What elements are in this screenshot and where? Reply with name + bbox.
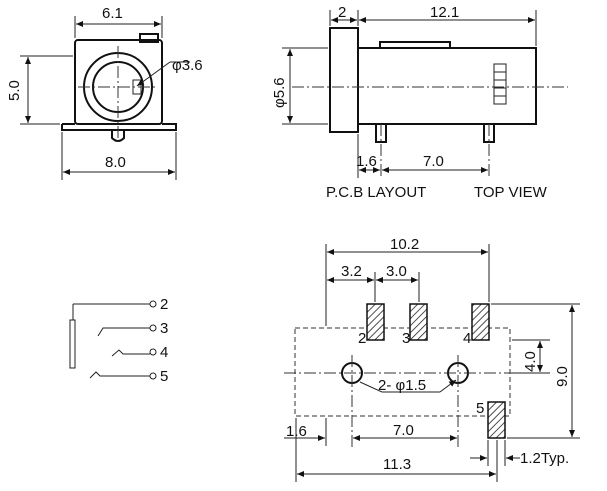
pin-schematic: 2 3 4 5 — [69, 296, 168, 385]
pcb-hole-pitch-label: 7.0 — [393, 422, 414, 439]
side-length-label: 12.1 — [430, 4, 459, 21]
pcb-pad-5 — [487, 401, 506, 439]
side-pin-offset-label: 1.6 — [356, 153, 377, 170]
front-hole-dia-label: φ3.6 — [172, 57, 203, 74]
pcb-layout: 2 3 4 5 10.2 3.2 3.0 4.0 9.0 2- φ1.5 1.6 — [284, 236, 580, 482]
front-view: 6.1 φ3.6 5.0 8.0 — [6, 5, 203, 180]
pcb-pad-3 — [409, 303, 428, 341]
pcb-pad-4 — [471, 303, 490, 341]
side-pin-pitch-label: 7.0 — [423, 153, 444, 170]
top-view-caption: TOP VIEW — [474, 184, 548, 201]
schematic-pin-2: 2 — [160, 296, 168, 313]
pcb-pad-label-5: 5 — [476, 400, 484, 417]
pcb-pad-2 — [366, 303, 385, 341]
pcb-hole-label: 2- φ1.5 — [378, 377, 426, 394]
side-dia-label: φ5.6 — [271, 77, 288, 108]
pcb-pad-label-3: 3 — [402, 330, 410, 347]
front-width-bottom-label: 8.0 — [105, 154, 126, 171]
pcb-pitch-2-label: 3.0 — [386, 263, 407, 280]
pcb-right-large-label: 9.0 — [554, 366, 571, 387]
front-height-label: 5.0 — [6, 80, 23, 101]
pcb-overall-width-label: 10.2 — [390, 236, 419, 253]
side-flange-label: 2 — [338, 4, 346, 21]
schematic-pin-4: 4 — [160, 344, 168, 361]
schematic-pin-5: 5 — [160, 368, 168, 385]
schematic-pin-3: 3 — [160, 320, 168, 337]
front-width-top-label: 6.1 — [102, 5, 123, 22]
pcb-layout-caption: P.C.B LAYOUT — [326, 184, 426, 201]
pcb-pad-label-4: 4 — [463, 330, 471, 347]
pcb-pad-width-label: 1.2Typ. — [520, 450, 569, 467]
pcb-pitch-1-label: 3.2 — [341, 263, 362, 280]
side-view: 2 12.1 φ5.6 1.6 7.0 P.C.B LAYOUT TOP VIE… — [271, 4, 568, 201]
pcb-bottom-width-label: 11.3 — [383, 456, 411, 473]
pcb-right-small-label: 4.0 — [522, 351, 539, 372]
pcb-pad-label-2: 2 — [358, 330, 366, 347]
